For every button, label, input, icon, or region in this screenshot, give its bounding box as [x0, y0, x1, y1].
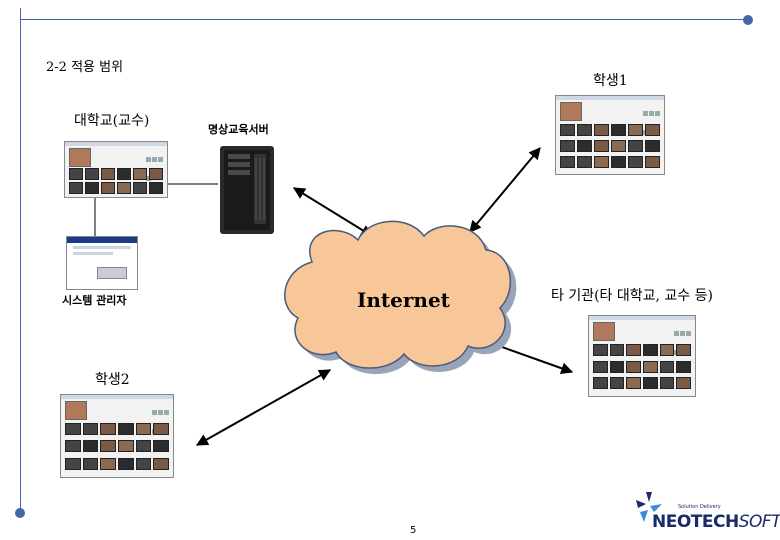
logo-primary: NEOTECH — [652, 512, 739, 532]
student2-label: 학생2 — [95, 372, 130, 388]
university-label: 대학교(교수) — [74, 113, 150, 129]
other-institution-label: 타 기관(타 대학교, 교수 등) — [551, 288, 713, 304]
internet-label: Internet — [357, 288, 450, 312]
student1-video-screenshot — [555, 95, 665, 175]
frame-left-line — [20, 8, 21, 513]
admin-screenshot — [66, 236, 138, 290]
frame-dot-top-right — [743, 15, 753, 25]
company-logo-text: NEOTECHSOFT — [652, 512, 780, 532]
logo-tagline: Solution Delivery — [678, 504, 721, 510]
page-title: 2-2 적용 범위 — [46, 60, 124, 75]
university-video-screenshot — [64, 141, 168, 198]
internet-cloud — [284, 220, 517, 375]
student1-label: 학생1 — [593, 73, 628, 89]
arrow-student1-internet — [469, 147, 541, 233]
student2-video-screenshot — [60, 394, 174, 478]
page-number: 5 — [410, 525, 417, 536]
frame-top-line — [20, 19, 750, 20]
admin-label: 시스템 관리자 — [62, 294, 127, 307]
server-label: 명상교육서버 — [208, 123, 269, 136]
server-tower-icon — [220, 146, 274, 234]
logo-secondary: SOFT — [738, 512, 780, 532]
frame-dot-bottom-left — [15, 508, 25, 518]
neotechsoft-logo-mark-icon — [636, 492, 662, 522]
other-institution-video-screenshot — [588, 315, 696, 397]
arrow-student2-internet — [195, 369, 332, 446]
arrow-server-internet — [292, 187, 374, 237]
